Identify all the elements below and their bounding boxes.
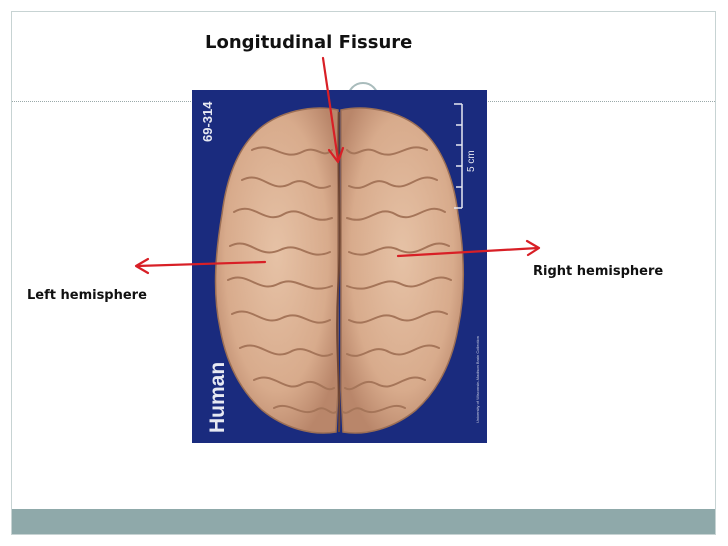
footer-bar <box>12 509 715 534</box>
right-hemisphere-arrowhead <box>525 239 541 257</box>
right-hemisphere-shape <box>340 107 465 434</box>
gyri-pattern <box>227 146 452 414</box>
right-hemisphere-label: Right hemisphere <box>533 264 664 279</box>
longitudinal-fissure-label: Longitudinal Fissure <box>205 32 413 53</box>
right-hemisphere-arrow <box>396 246 540 258</box>
brain-illustration <box>214 103 465 434</box>
slide-frame <box>11 11 716 535</box>
fissure-arrowhead <box>327 146 345 164</box>
left-hemisphere-arrow <box>135 260 267 268</box>
left-hemisphere-arrowhead <box>134 257 150 275</box>
fissure-arrow <box>321 56 340 162</box>
left-hemisphere-shape <box>214 107 339 434</box>
brain-photo: 69-314 Human 5 cm University of Wisconsi… <box>192 90 487 443</box>
scale-bar <box>454 103 463 209</box>
left-hemisphere-label: Left hemisphere <box>27 288 147 303</box>
